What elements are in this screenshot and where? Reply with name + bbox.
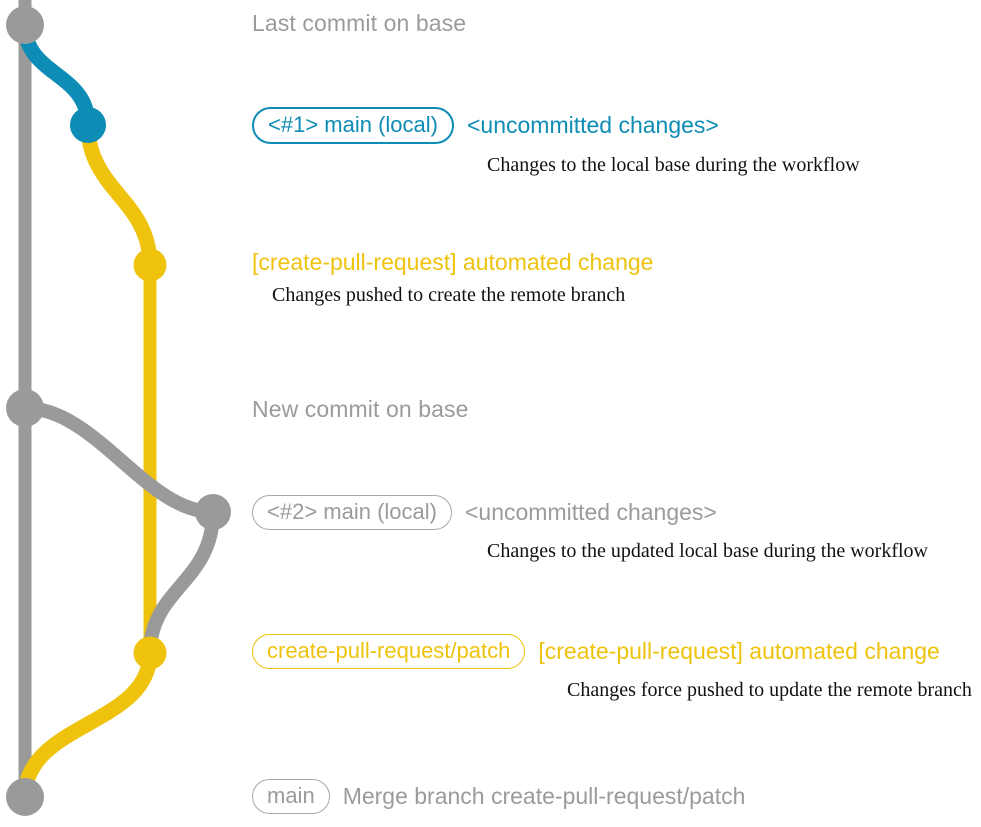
merge-commit-node[interactable] [6,778,44,816]
label-line-automated-change-2: create-pull-request/patch [create-pull-r… [252,634,981,670]
label-line-automated-change-1: [create-pull-request] automated change [252,251,981,274]
branch-pill-main[interactable]: main [252,779,330,815]
patch-commit-2-node[interactable] [133,636,167,670]
base-to-local2-edge [18,401,220,519]
row-automated-change-1: [create-pull-request] automated change C… [252,251,981,306]
label-line-local-1: <#1> main (local) <uncommitted changes> [252,107,981,145]
blue-to-yellow-edge [80,117,158,273]
label-line-merge-commit: main Merge branch create-pull-request/pa… [252,779,981,815]
row-local-1: <#1> main (local) <uncommitted changes> … [252,107,981,175]
row-new-commit-on-base: New commit on base [252,398,981,421]
branch-pill-local-2[interactable]: <#2> main (local) [252,495,452,531]
row-automated-change-2: create-pull-request/patch [create-pull-r… [252,634,981,700]
local2-to-patch2-edge [143,505,220,660]
commit-description-automated-change-1: Changes pushed to create the remote bran… [272,284,626,306]
row-last-commit-on-base: Last commit on base [252,12,981,35]
patch-commit-1-node[interactable] [133,248,167,282]
row-local-2: <#2> main (local) <uncommitted changes> … [252,495,981,561]
local-commit-1-node[interactable] [70,107,106,143]
commit-title-merge-commit: Merge branch create-pull-request/patch [342,783,746,810]
graph-edges [17,0,220,805]
commit-description-automated-change-2: Changes force pushed to update the remot… [567,679,972,702]
base-head-commit-node[interactable] [6,6,44,44]
commit-description-local-1: Changes to the local base during the wor… [487,154,860,177]
branch-pill-create-pull-request-patch[interactable]: create-pull-request/patch [252,634,526,670]
commit-title-automated-change-2: [create-pull-request] automated change [538,638,940,665]
branch-pill-local-1[interactable]: <#1> main (local) [252,107,454,145]
base-new-commit-node[interactable] [6,389,44,427]
commit-description-local-2: Changes to the updated local base during… [487,540,928,563]
label-line-local-2: <#2> main (local) <uncommitted changes> [252,495,981,531]
commit-title-automated-change-1: [create-pull-request] automated change [252,249,654,275]
local-commit-2-node[interactable] [195,494,231,530]
graph-nodes [6,6,231,816]
caption-new-commit-on-base: New commit on base [252,396,469,422]
patch2-to-merge-edge [17,645,158,805]
commit-title-local-1: <uncommitted changes> [466,112,719,139]
commit-title-local-2: <uncommitted changes> [464,499,717,526]
row-merge-commit: main Merge branch create-pull-request/pa… [252,779,981,815]
branch-off-blue-edge [17,17,96,133]
caption-last-commit-on-base: Last commit on base [252,10,467,36]
